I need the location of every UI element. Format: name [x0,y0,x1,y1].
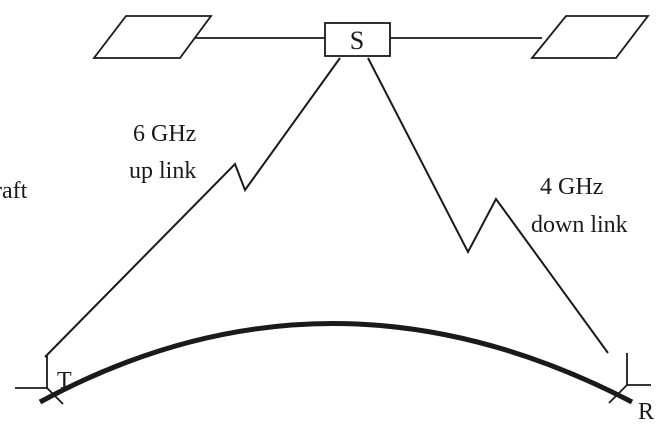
downlink-frequency: 4 GHz [540,174,603,200]
downlink-path [367,57,609,354]
uplink-name: up link [129,158,196,184]
right-solar-panel [530,15,650,59]
transmitter-label: T [57,368,72,394]
spacecraft-label-fragment: raft [0,178,28,204]
satellite-label: S [350,26,364,55]
left-solar-panel [92,15,213,59]
uplink-path [44,57,341,358]
earth-surface-arc [38,321,634,405]
satellite-body [324,22,391,57]
receiver-label: R [638,399,654,425]
receiver-antenna [608,353,651,404]
uplink-frequency: 6 GHz [133,121,196,147]
transmitter-antenna [15,356,64,405]
downlink-name: down link [531,212,628,238]
